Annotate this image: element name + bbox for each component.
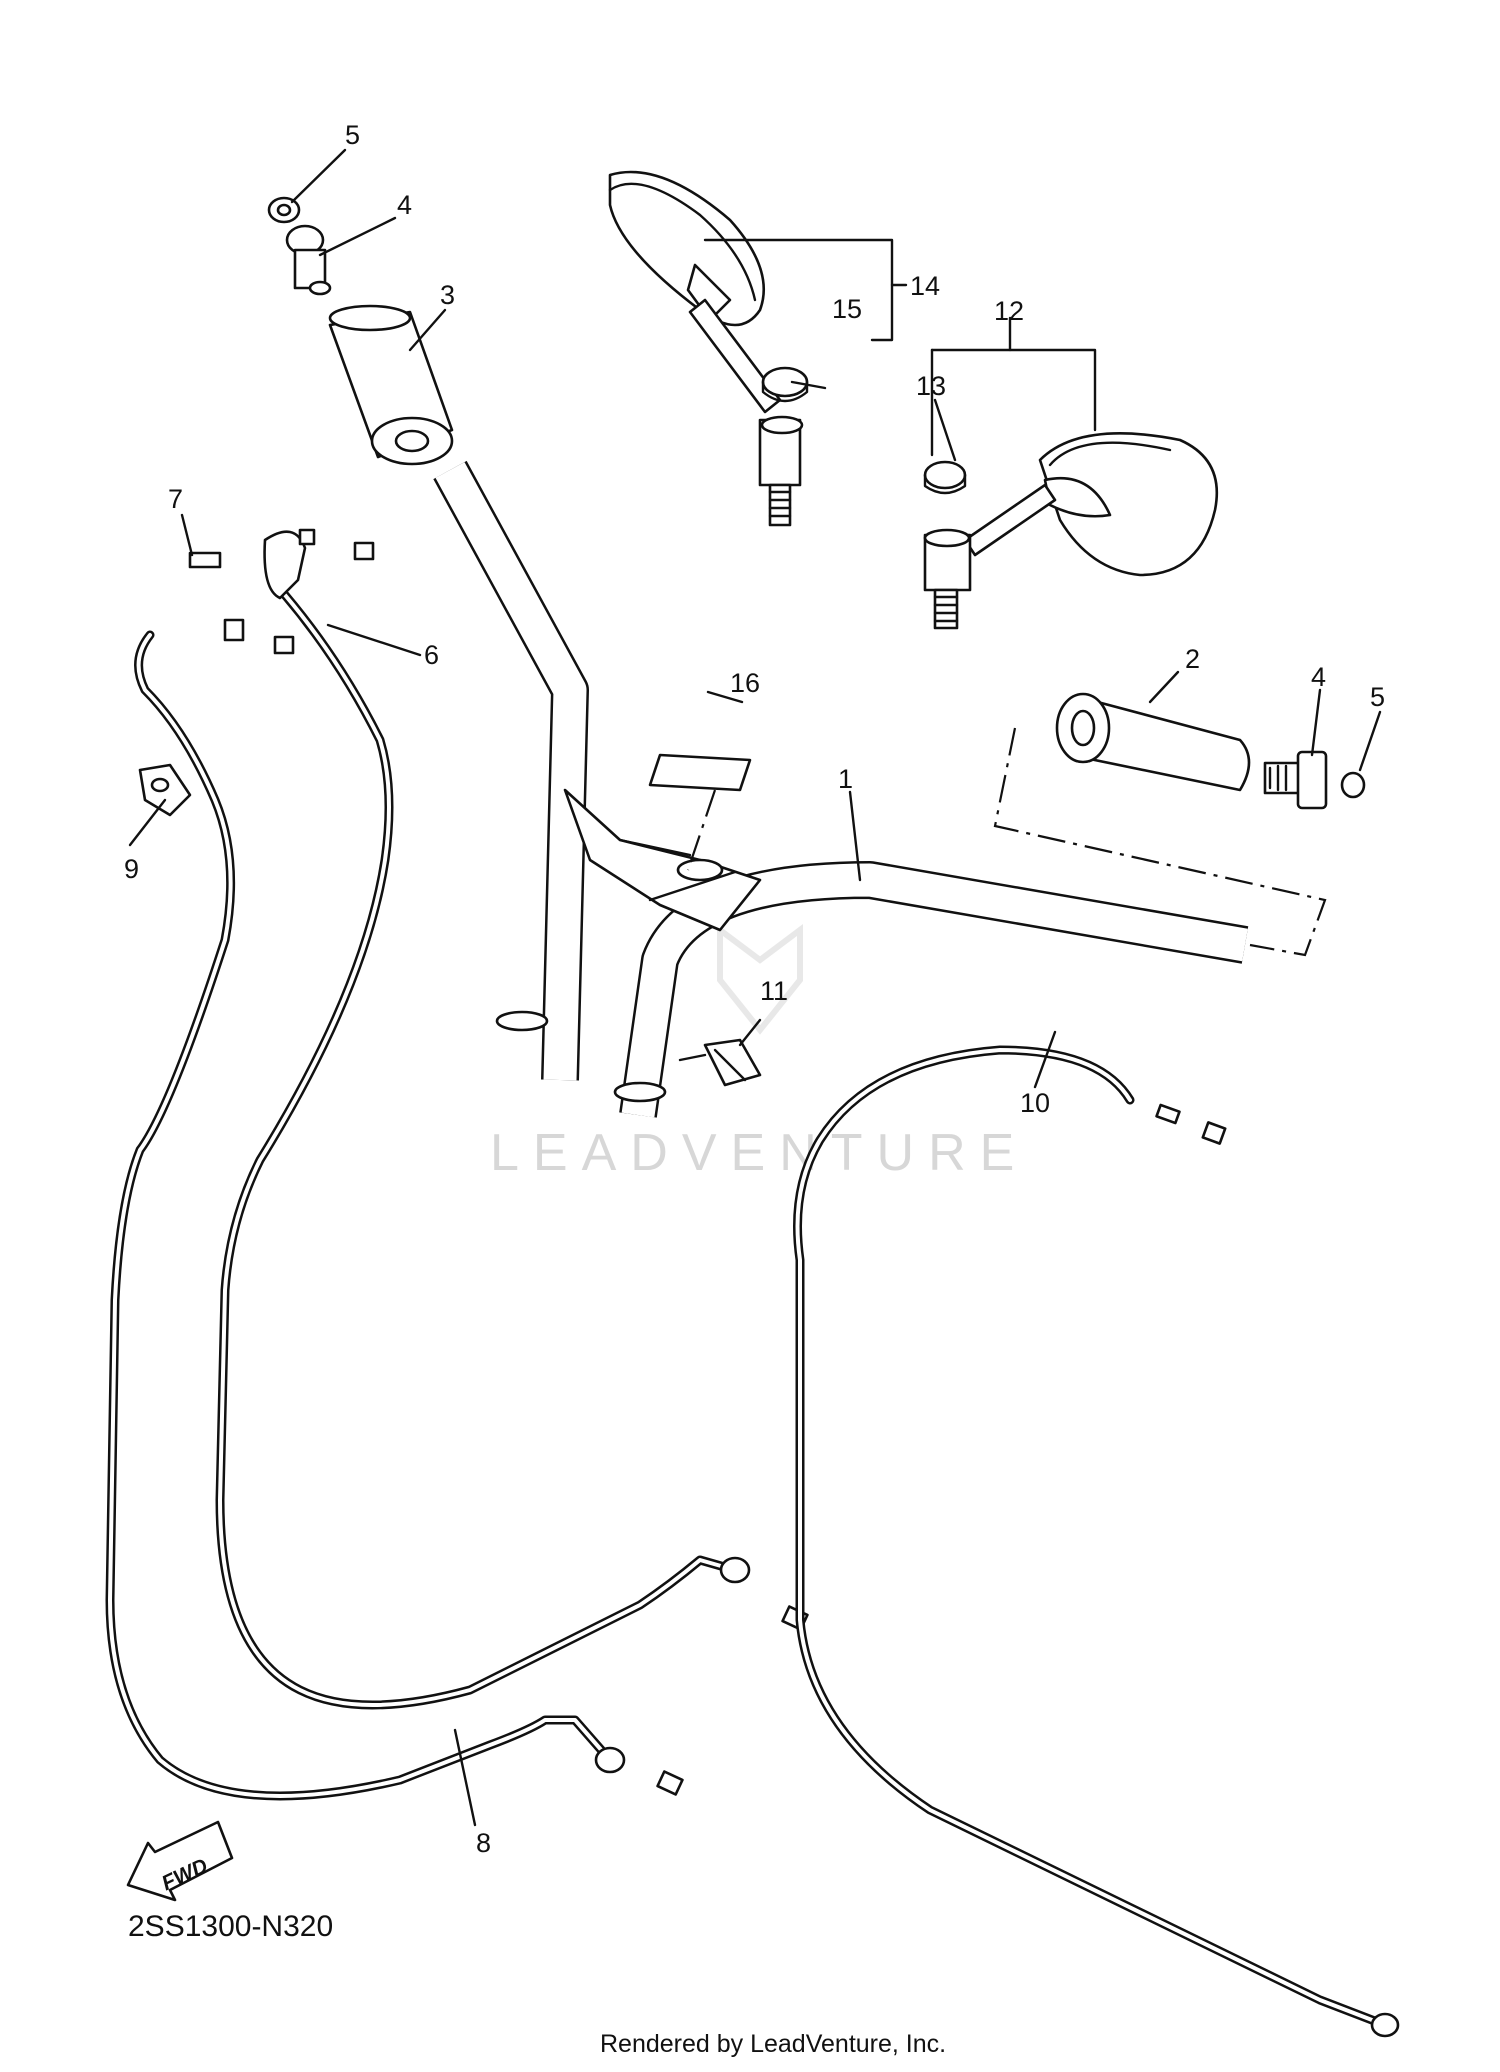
callout-12: 12 <box>994 296 1024 326</box>
left-grip-nut <box>267 196 301 224</box>
handlebar-holder <box>563 788 762 932</box>
callout-4-left: 4 <box>397 190 412 220</box>
clutch-cable <box>793 1045 1400 2038</box>
switch-clamp-11 <box>678 1038 762 1087</box>
callout-5-left: 5 <box>345 120 360 150</box>
render-credit: Rendered by LeadVenture, Inc. <box>600 2030 946 2058</box>
callout-5-right: 5 <box>1370 682 1385 712</box>
callout-9: 9 <box>124 854 139 884</box>
callout-10: 10 <box>1020 1088 1050 1118</box>
callout-numbers: 1 2 3 4 4 5 5 6 7 8 9 10 11 12 13 14 15 … <box>124 120 1385 1858</box>
plate-16 <box>648 753 752 871</box>
callout-14: 14 <box>910 271 940 301</box>
right-mirror <box>923 432 1219 630</box>
left-mirror-cap <box>761 366 809 403</box>
throttle-cable-return <box>105 630 684 1801</box>
throttle-cable-fitting-top <box>188 528 375 655</box>
cable-clamp-9 <box>138 763 192 817</box>
left-grip <box>328 304 454 466</box>
callout-16: 16 <box>730 668 760 698</box>
callout-11: 11 <box>760 976 788 1006</box>
watermark-text: LEADVENTURE <box>490 1124 1028 1182</box>
watermark-logo <box>717 924 803 1035</box>
right-mirror-cap <box>923 460 967 495</box>
forward-arrow-badge: FWD <box>126 1820 234 1902</box>
callout-8: 8 <box>476 1828 491 1858</box>
callout-13: 13 <box>916 371 946 401</box>
callout-2: 2 <box>1185 644 1200 674</box>
left-grip-end-weight <box>285 224 332 296</box>
callout-6: 6 <box>424 640 439 670</box>
right-grip-nut <box>1340 771 1366 799</box>
callout-7: 7 <box>168 484 183 514</box>
right-grip-end-weight <box>1263 750 1328 810</box>
callout-4-right: 4 <box>1311 662 1326 692</box>
right-grip <box>993 692 1327 957</box>
leader-lines <box>128 148 1382 1827</box>
handlebar-right-collar <box>613 1081 667 1103</box>
diagram-code: 2SS1300-N320 <box>128 1910 333 1943</box>
left-mirror <box>608 170 804 527</box>
handlebar-left-collar <box>495 1010 549 1032</box>
callout-15: 15 <box>832 294 862 324</box>
throttle-cable-pull <box>215 590 809 1710</box>
callout-3: 3 <box>440 280 455 310</box>
callout-1: 1 <box>838 764 853 794</box>
